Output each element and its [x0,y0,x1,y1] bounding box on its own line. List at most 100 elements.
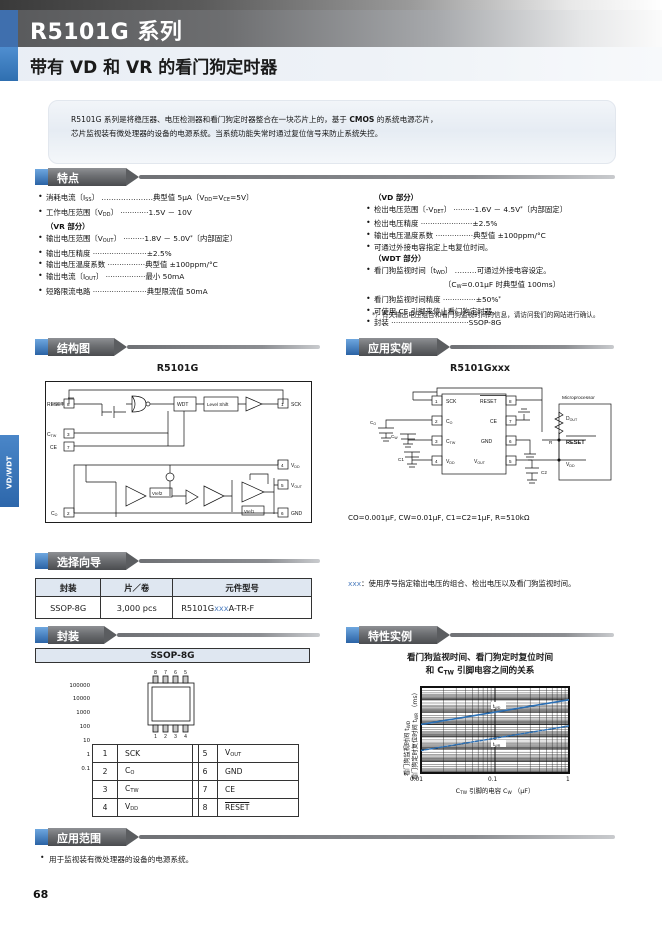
section-rule [127,345,320,349]
feature-item: 封装 ·································SSOP… [366,316,656,329]
part-xxx: xxx [214,602,229,613]
x-tick: 0.1 [488,777,498,783]
subtitle-accent-tag [0,47,18,81]
section-header-characteristics: 特性实例 [346,626,614,644]
svg-text:SCK: SCK [446,399,457,405]
section-square-icon [35,553,48,569]
svg-text:CTW: CTW [47,432,57,438]
pin-name: RESET [217,798,299,817]
svg-text:4: 4 [281,463,284,468]
features-footnote: *）有关输出电压组合和看门狗监视时间的信息，请访问我们的网站进行确认。 [372,311,600,319]
section-label: 特性实例 [368,630,412,643]
svg-text:8: 8 [67,402,70,407]
svg-text:3: 3 [174,734,177,740]
note-key: xxx [348,579,362,588]
y-tick: 1000 [76,710,90,716]
chart-svg: tWD tWR [420,687,570,773]
section-plate [359,338,437,356]
pin-number: 8 [192,798,218,817]
chart-title: 看门狗监视时间、看门狗定时复位时间 和 CTW 引脚电容之间的关系 [346,652,614,680]
svg-text:VDD: VDD [446,459,455,465]
section-rule [139,175,615,179]
section-square-icon [35,339,48,355]
cell-part-number: R5101GxxxA-TR-F [172,596,312,619]
feature-group-wdt: （WDT 部分） [374,254,426,264]
feature-item: 消耗电流〔ISS〕 …………………典型值 5μA〔VDD=VCE=5V〕 [38,191,328,207]
page-number: 68 [33,888,49,901]
section-rule [139,835,615,839]
svg-text:Level Shift: Level Shift [207,402,229,407]
table-header-row: 封装 片／卷 元件型号 [34,578,312,597]
feature-subnote: 〔CW=0.01μF 时典型值 100ms〕 [444,280,560,291]
svg-text:Vref1: Vref1 [244,509,255,514]
svg-text:tWR: tWR [493,742,501,748]
y-tick: 10 [83,738,90,744]
svg-text:7: 7 [67,445,70,450]
x-tick: 1 [566,777,570,783]
package-name: SSOP-8G [150,651,195,661]
svg-text:5: 5 [281,483,284,488]
package-name-band: SSOP-8G [35,648,310,663]
note-text: ：使用序号指定输出电压的组合、检出电压以及看门狗监视时间。 [361,579,576,588]
title-accent-tag [0,10,18,47]
section-square-icon [35,627,48,643]
feature-item: 输出电压精度 ·······················±2.5% [38,247,328,260]
svg-text:CO: CO [51,511,58,517]
section-arrow-icon [104,626,117,644]
pin-number: 2 [92,762,118,781]
y-tick: 100 [79,724,90,730]
svg-text:GND: GND [291,511,303,517]
feature-item: 可通过外接电容指定上电复位时间。 [366,241,656,254]
page-subtitle: 带有 VD 和 VR 的看门狗定时器 [30,58,278,78]
section-header-application: 应用实例 [346,338,614,356]
svg-text:GND: GND [481,439,493,445]
svg-text:CW: CW [391,434,398,440]
section-rule [450,345,614,349]
pin-number: 7 [192,780,218,799]
x-tick: 0.01 [410,777,423,783]
svg-text:CE: CE [490,419,498,425]
pin-name: CE [217,780,299,799]
page-title: R5101G 系列 [30,20,183,45]
pin-number: 3 [92,780,118,799]
section-square-icon [346,339,359,355]
svg-text:6: 6 [281,511,284,516]
feature-item: 看门狗监视时间〔tWD〕 ………可通过外接电容设定。 [366,264,656,280]
section-rule [139,559,320,563]
section-header-features: 特点 [35,168,615,186]
section-square-icon [35,829,48,845]
section-arrow-icon [126,168,139,186]
intro-line-1: R5101G 系列是将稳压器、电压检测器和看门狗定时器整合在一块芯片上的，基于 … [71,115,438,124]
svg-text:C1: C1 [398,457,404,462]
section-plate [48,338,114,356]
section-arrow-icon [114,338,127,356]
section-plate [48,168,126,186]
section-rule [450,633,614,637]
y-tick: 1 [86,752,90,758]
characteristics-chart: tWD tWR [420,686,570,774]
section-plate [359,626,437,644]
section-arrow-icon [437,338,450,356]
feature-item: 输出电压范围〔VOUT〕 ·········1.8V － 5.0V*〔内部固定〕 [38,232,328,248]
feature-item: 输出电压温度系数 ················典型值 ±100ppm/°C [366,229,656,242]
application-title: R5101Gxxx [450,363,510,374]
cell-package: SSOP-8G [34,596,102,619]
section-square-icon [346,627,359,643]
section-label: 应用实例 [368,342,412,355]
pin-number: 4 [92,798,118,817]
svg-text:1: 1 [154,734,157,740]
section-square-icon [35,169,48,185]
feature-item: 工作电压范围〔VDD〕 ············1.5V － 10V [38,206,328,222]
pin-name: CO [117,762,199,781]
y-tick: 0.1 [81,766,90,772]
svg-text:5: 5 [184,670,187,676]
